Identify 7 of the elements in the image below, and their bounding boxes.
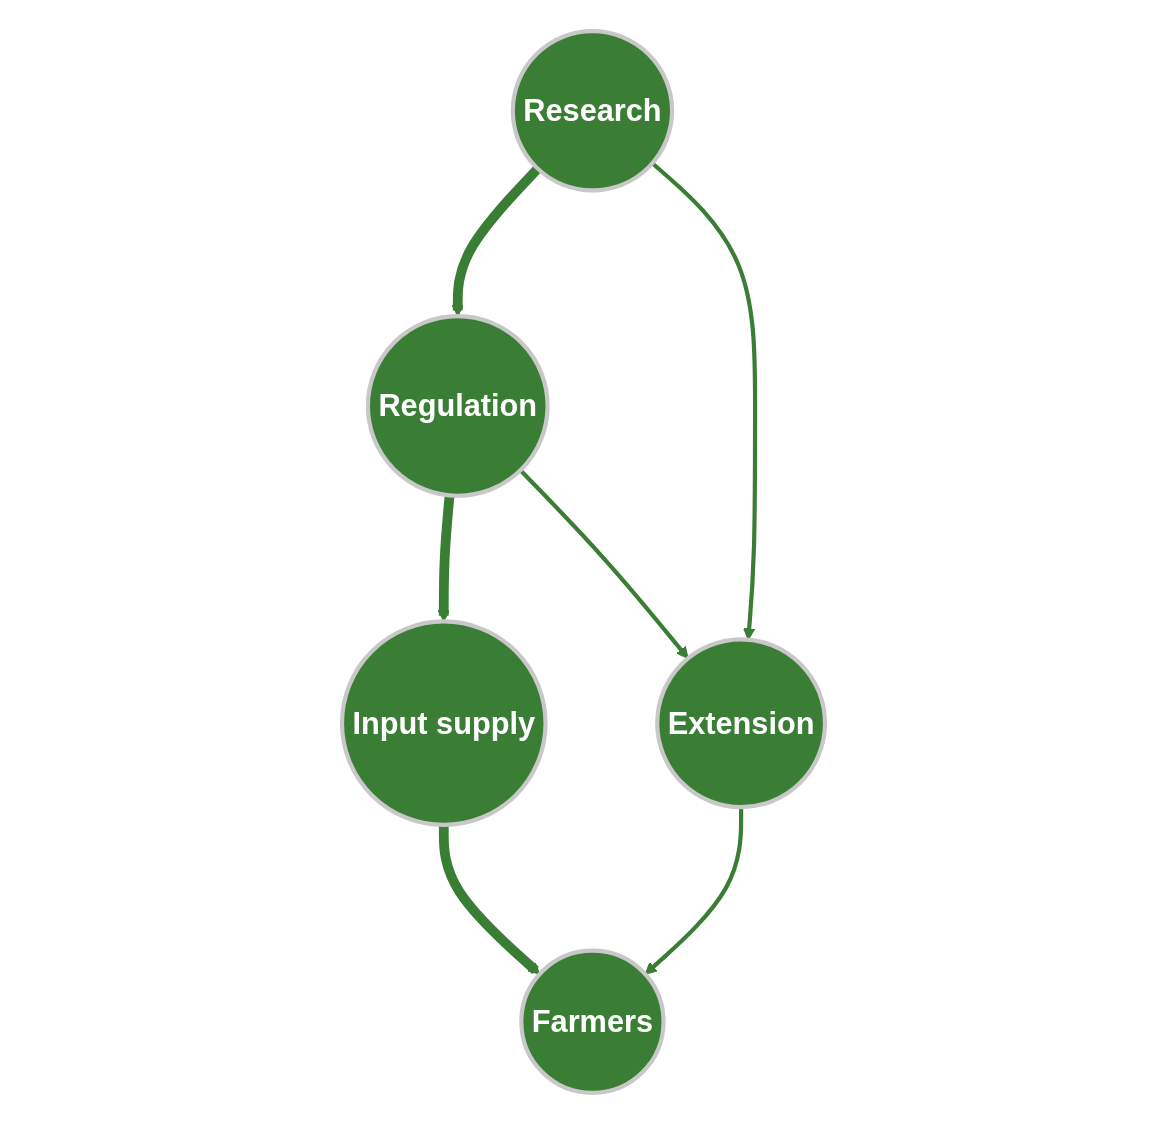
node-circle: Extension xyxy=(655,637,828,810)
node-circle: Input supply xyxy=(339,619,548,828)
node-circle: Research xyxy=(510,29,675,193)
arrow xyxy=(518,468,689,659)
node-circle: Farmers xyxy=(519,948,666,1095)
node-circle: Regulation xyxy=(365,314,550,498)
arrow xyxy=(644,807,744,975)
